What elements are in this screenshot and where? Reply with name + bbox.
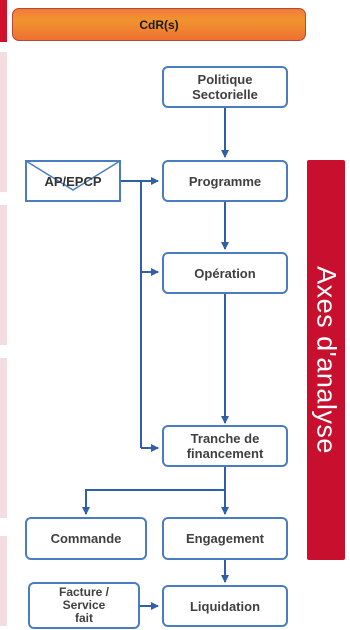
node-operation: Opération bbox=[162, 252, 288, 294]
node-engagement: Engagement bbox=[162, 517, 288, 560]
left-accent-panel bbox=[0, 205, 7, 345]
node-label: Programme bbox=[188, 173, 262, 189]
axes-analyse-label: Axes d'analyse bbox=[311, 266, 342, 454]
node-programme: Programme bbox=[162, 160, 288, 202]
left-accent-panel bbox=[0, 52, 7, 192]
node-tranche-financement: Tranche de financement bbox=[162, 425, 288, 467]
node-label: Tranche de financement bbox=[186, 431, 264, 461]
node-facture-service-fait: Facture / Service fait bbox=[28, 582, 140, 629]
node-label: Facture / Service fait bbox=[58, 585, 109, 625]
axes-analyse-bar bbox=[307, 160, 345, 560]
cdr-header: CdR(s) bbox=[12, 8, 306, 41]
node-label: Politique Sectorielle bbox=[192, 72, 258, 102]
envelope-icon bbox=[25, 160, 121, 202]
left-accent-panel bbox=[0, 358, 7, 518]
node-label: Liquidation bbox=[189, 598, 261, 614]
node-label: Commande bbox=[50, 531, 122, 546]
node-politique-sectorielle: Politique Sectorielle bbox=[162, 66, 288, 108]
axes-analyse-label-box: Axes d'analyse bbox=[307, 160, 345, 560]
node-label: Opération bbox=[194, 265, 256, 281]
node-label: AP/EPCP bbox=[44, 173, 102, 189]
node-commande: Commande bbox=[25, 517, 147, 560]
node-liquidation: Liquidation bbox=[162, 585, 288, 627]
left-accent-bar bbox=[0, 0, 7, 42]
left-accent-panel bbox=[0, 536, 7, 626]
arrow-tranche-commande bbox=[82, 489, 225, 515]
cdr-header-label: CdR(s) bbox=[139, 17, 179, 32]
node-label: Engagement bbox=[185, 531, 264, 546]
node-ap-epcp: AP/EPCP bbox=[25, 160, 121, 202]
